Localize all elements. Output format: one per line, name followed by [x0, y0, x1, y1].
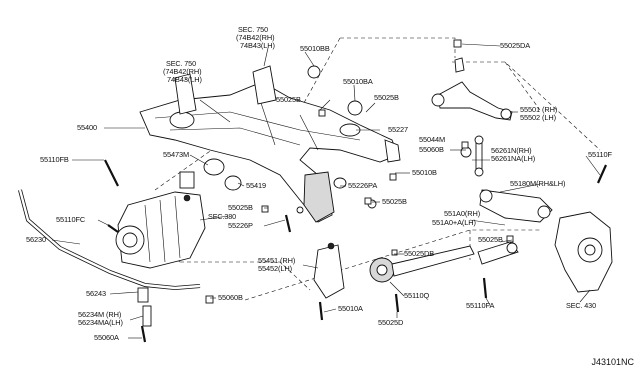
- label-55180m: 55180M(RH&LH): [510, 179, 566, 188]
- mount-bushings: [203, 65, 472, 214]
- differential-assembly: [115, 171, 206, 269]
- nuts: [205, 39, 514, 304]
- label-55473m: 55473M: [163, 150, 190, 159]
- label-55419: 55419: [246, 181, 267, 190]
- label-55025b-2: 55025B: [374, 93, 399, 102]
- label-56230: 56230: [26, 235, 47, 244]
- label-55025b-1: 55025B: [276, 95, 301, 104]
- label-sec-430: SEC. 430: [566, 301, 596, 310]
- label-55501-rh: 55501 (RH): [520, 105, 558, 114]
- rear-knuckle: [554, 211, 613, 293]
- spring-seat-bracket: [313, 242, 345, 299]
- label-sec-750-a: SEC. 750: [238, 25, 268, 34]
- label-74b43-b: 74B43(LH): [167, 75, 202, 84]
- label-56261na-lh: 56261NA(LH): [491, 154, 536, 163]
- label-55110fa: 55110FA: [466, 301, 495, 310]
- leader-lines: [51, 43, 601, 339]
- label-55025da: 55025DA: [500, 41, 531, 50]
- stabilizer-connecting-rod: [474, 135, 484, 177]
- label-55010bb: 55010BB: [300, 44, 330, 53]
- label-55060b-1: 55060B: [419, 145, 444, 154]
- label-sec-380: SEC.380: [208, 212, 237, 221]
- label-55025b-5: 55025B: [478, 235, 503, 244]
- label-74b42-a: (74B42(RH): [236, 33, 275, 42]
- label-55025b-4: 55025B: [228, 203, 253, 212]
- label-55226pa: 55226PA: [348, 181, 378, 190]
- label-55451-rh: 55451 (RH): [258, 256, 296, 265]
- label-55010ba: 55010BA: [343, 77, 373, 86]
- label-55502-lh: 55502 (LH): [520, 113, 556, 122]
- label-55226p: 55226P: [228, 221, 253, 230]
- upper-link-arm: [431, 57, 513, 121]
- label-55010a: 55010A: [338, 304, 363, 313]
- label-55025db: 55025DB: [404, 249, 435, 258]
- label-55025b-3: 55025B: [382, 197, 407, 206]
- bolts: [104, 159, 608, 343]
- subframe-mount-left: [174, 73, 197, 115]
- label-55400: 55400: [77, 123, 98, 132]
- radius-rod: [477, 241, 519, 265]
- label-55010b: 55010B: [412, 168, 437, 177]
- label-56243: 56243: [86, 289, 107, 298]
- label-74b43-a: 74B43(LH): [240, 41, 275, 50]
- label-56234m-rh: 56234M (RH): [78, 310, 122, 319]
- lower-link-arm: [479, 189, 553, 223]
- label-55044m: 55044M: [419, 135, 446, 144]
- label-551a0-rh: 551A0(RH): [444, 209, 481, 218]
- label-55060a: 55060A: [94, 333, 119, 342]
- assembly-boundary-lower: [180, 261, 311, 291]
- assembly-boundary-top: [340, 37, 456, 58]
- subframe-mount-upper: [252, 65, 277, 105]
- label-55110q: 55110Q: [404, 291, 430, 300]
- label-55110fb: 55110FB: [40, 155, 69, 164]
- label-56234ma-lh: 56234MA(LH): [78, 318, 123, 327]
- label-55025d: 55025D: [378, 318, 404, 327]
- label-55060b-2: 55060B: [218, 293, 243, 302]
- label-55110fc: 55110FC: [56, 215, 86, 224]
- label-55452-lh: 55452(LH): [258, 264, 293, 273]
- label-74b42-b: (74B42(RH): [163, 67, 202, 76]
- label-sec-750-b: SEC. 750: [166, 59, 196, 68]
- label-56261n-rh: 56261N(RH): [491, 146, 532, 155]
- rear-subframe: [139, 65, 401, 223]
- lower-control-link: [369, 245, 475, 283]
- diagram-id: J43101NC: [591, 357, 634, 367]
- label-55227: 55227: [388, 125, 409, 134]
- label-55110f: 55110F: [588, 150, 612, 159]
- label-551a0a-lh: 551A0+A(LH): [432, 218, 476, 227]
